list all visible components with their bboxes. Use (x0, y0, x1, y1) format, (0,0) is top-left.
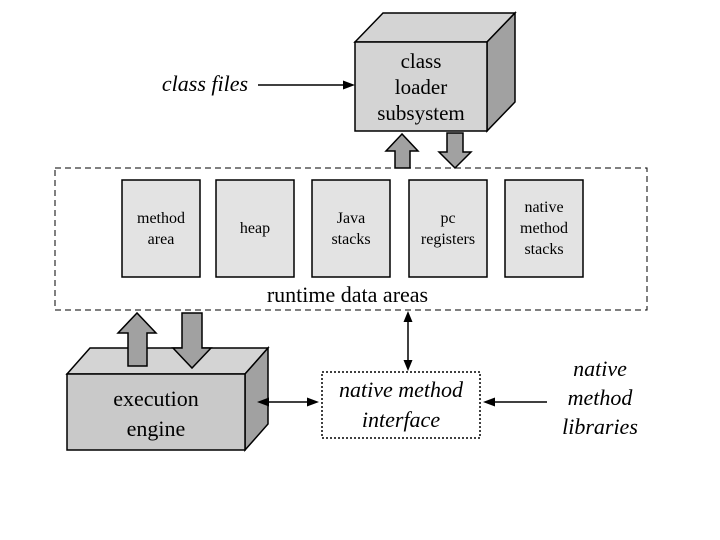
class-loader-box-front-face (354, 41, 488, 132)
arrow-runtime-to-interface (403, 311, 413, 371)
runtime-data-areas-frame (54, 167, 648, 311)
arrow-libraries-to-interface (483, 397, 547, 407)
arrow-engine-to-interface (257, 397, 319, 407)
block-arrow-down-loader-to-runtime (437, 132, 473, 170)
execution-engine-box-front-face (66, 373, 246, 451)
block-arrow-down-runtime-to-engine (171, 312, 213, 370)
cell-java-stacks (311, 179, 391, 278)
cell-method-area (121, 179, 201, 278)
class-loader-box (353, 11, 517, 133)
cell-pc-registers (408, 179, 488, 278)
block-arrow-up-runtime-to-loader (384, 132, 420, 169)
block-arrow-up-engine-to-runtime (116, 311, 158, 367)
cell-native-method-stacks (504, 179, 584, 278)
arrow-class-files-to-loader (258, 80, 355, 90)
native-method-interface-box (321, 371, 481, 439)
execution-engine-box-top-face (65, 347, 270, 375)
execution-engine-box (65, 346, 270, 452)
cell-heap (215, 179, 295, 278)
